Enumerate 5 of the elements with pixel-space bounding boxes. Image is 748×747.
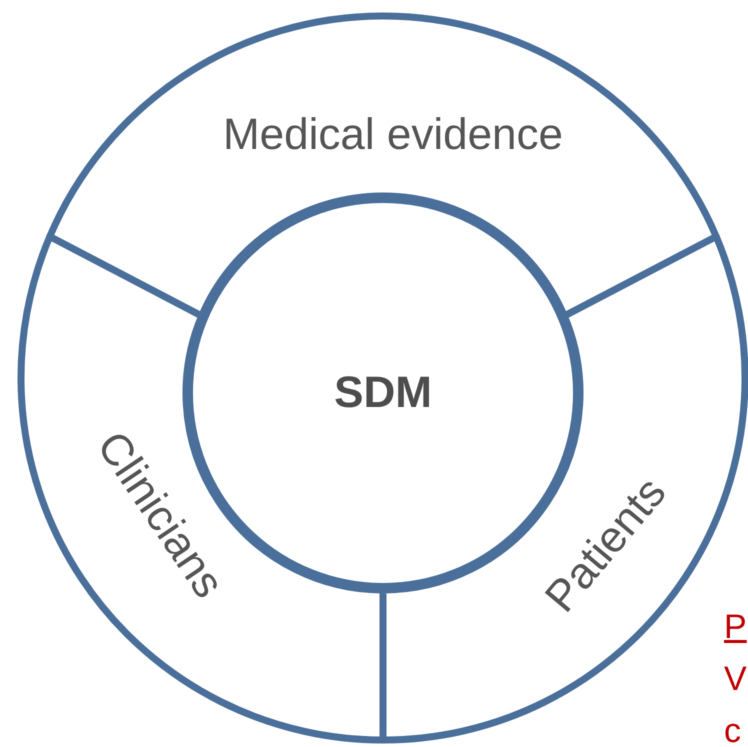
center-label: SDM — [334, 367, 432, 419]
cut-off-letter: c — [724, 714, 741, 747]
segment-label: Medical evidence — [223, 109, 563, 161]
cut-off-letter: V — [724, 662, 747, 696]
cut-off-letter: P — [724, 610, 747, 644]
